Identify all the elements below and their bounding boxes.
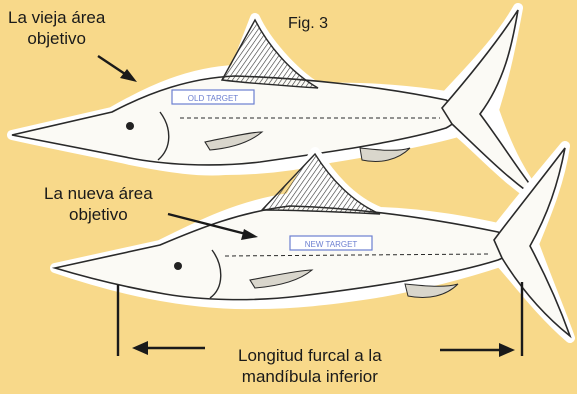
- new-area-label-line2: objetivo: [44, 204, 153, 225]
- arrow-old-target: [98, 56, 137, 82]
- measure-arrow-left: [132, 341, 205, 355]
- new-area-label-line1: La nueva área: [44, 183, 153, 204]
- old-area-label: La vieja área objetivo: [8, 7, 105, 49]
- old-area-label-line2: objetivo: [8, 28, 105, 49]
- old-target-tag: OLD TARGET: [188, 94, 238, 103]
- figure-title: Fig. 3: [288, 15, 328, 33]
- measure-arrow-right: [440, 343, 515, 357]
- fork-length-label-line2: mandíbula inferior: [238, 366, 382, 387]
- fork-length-label: Longitud furcal a la mandíbula inferior: [238, 345, 382, 387]
- new-area-label: La nueva área objetivo: [44, 183, 153, 225]
- fork-length-label-line1: Longitud furcal a la: [238, 345, 382, 366]
- old-area-label-line1: La vieja área: [8, 7, 105, 28]
- new-target-tag: NEW TARGET: [305, 240, 358, 249]
